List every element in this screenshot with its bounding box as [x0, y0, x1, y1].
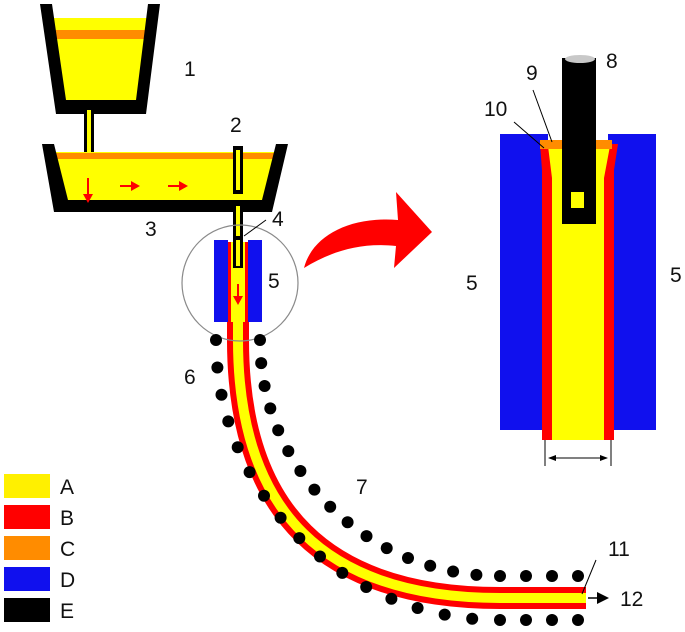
- roll: [243, 466, 256, 479]
- roll: [494, 570, 506, 582]
- roll: [380, 542, 393, 555]
- label-12: 12: [620, 588, 643, 611]
- label-11: 11: [608, 538, 630, 561]
- roll: [308, 483, 321, 496]
- mould-plate-right: [608, 134, 656, 430]
- tundish-slag-layer: [54, 153, 276, 159]
- roll: [314, 550, 326, 563]
- legend-label-d: D: [60, 569, 75, 592]
- roll: [385, 592, 398, 605]
- label-5-left: 5: [466, 272, 478, 295]
- legend: A B C D E: [4, 474, 75, 623]
- zoom-arrow: [304, 192, 432, 268]
- roll: [274, 511, 287, 524]
- roll: [466, 612, 479, 625]
- legend-swatch-e: [4, 598, 50, 622]
- roll: [411, 602, 424, 614]
- roll: [324, 500, 337, 513]
- roll: [360, 581, 373, 593]
- flow-arrows: [83, 178, 188, 203]
- legend-swatch-d: [4, 567, 50, 591]
- roll: [231, 441, 244, 454]
- roll: [258, 489, 270, 502]
- label-7: 7: [356, 476, 368, 499]
- roll: [360, 530, 373, 543]
- tundish: [42, 144, 288, 268]
- label-2: 2: [230, 114, 242, 137]
- label-5-small: 5: [268, 270, 280, 293]
- roll: [572, 614, 584, 626]
- roll: [336, 566, 349, 579]
- tundish-shell: [42, 144, 288, 212]
- legend-label-e: E: [60, 600, 74, 623]
- roll: [572, 570, 584, 582]
- roll: [470, 568, 483, 581]
- legend-label-b: B: [60, 507, 74, 530]
- roll: [255, 357, 268, 370]
- label-4: 4: [272, 208, 284, 231]
- roll: [210, 334, 222, 346]
- zoom-circle: [181, 224, 299, 342]
- support-rolls: [210, 334, 584, 626]
- roll: [341, 516, 354, 529]
- strand: [227, 262, 586, 609]
- roll: [272, 424, 285, 437]
- roll: [294, 465, 307, 477]
- roll: [447, 565, 460, 578]
- label-8: 8: [606, 50, 618, 73]
- roll: [293, 532, 306, 545]
- ladle-shell: [40, 4, 160, 114]
- roll: [438, 608, 451, 621]
- label-10: 10: [484, 98, 507, 121]
- roll: [211, 361, 224, 374]
- roll: [546, 614, 558, 626]
- roll: [258, 380, 271, 392]
- roll: [282, 445, 295, 458]
- roll: [494, 614, 506, 626]
- roll: [254, 334, 266, 346]
- roll: [264, 402, 277, 415]
- roll: [520, 570, 532, 582]
- roll: [546, 570, 558, 582]
- roll: [222, 415, 235, 428]
- label-5-right: 5: [670, 264, 682, 287]
- roll: [215, 388, 228, 401]
- label-9: 9: [526, 62, 538, 85]
- legend-swatch-a: [4, 474, 50, 498]
- ladle-slag-layer: [52, 30, 148, 39]
- legend-swatch-b: [4, 505, 50, 529]
- label-1: 1: [184, 58, 196, 81]
- label-3: 3: [145, 218, 157, 241]
- roll: [402, 552, 414, 564]
- legend-label-c: C: [60, 538, 75, 561]
- mould-plate-left: [500, 134, 548, 430]
- roll: [520, 614, 532, 626]
- roll: [424, 559, 437, 572]
- legend-label-a: A: [60, 476, 74, 499]
- label-6: 6: [184, 366, 196, 389]
- mould-detail: [500, 55, 656, 466]
- mould-small: [214, 236, 262, 322]
- legend-swatch-c: [4, 536, 50, 560]
